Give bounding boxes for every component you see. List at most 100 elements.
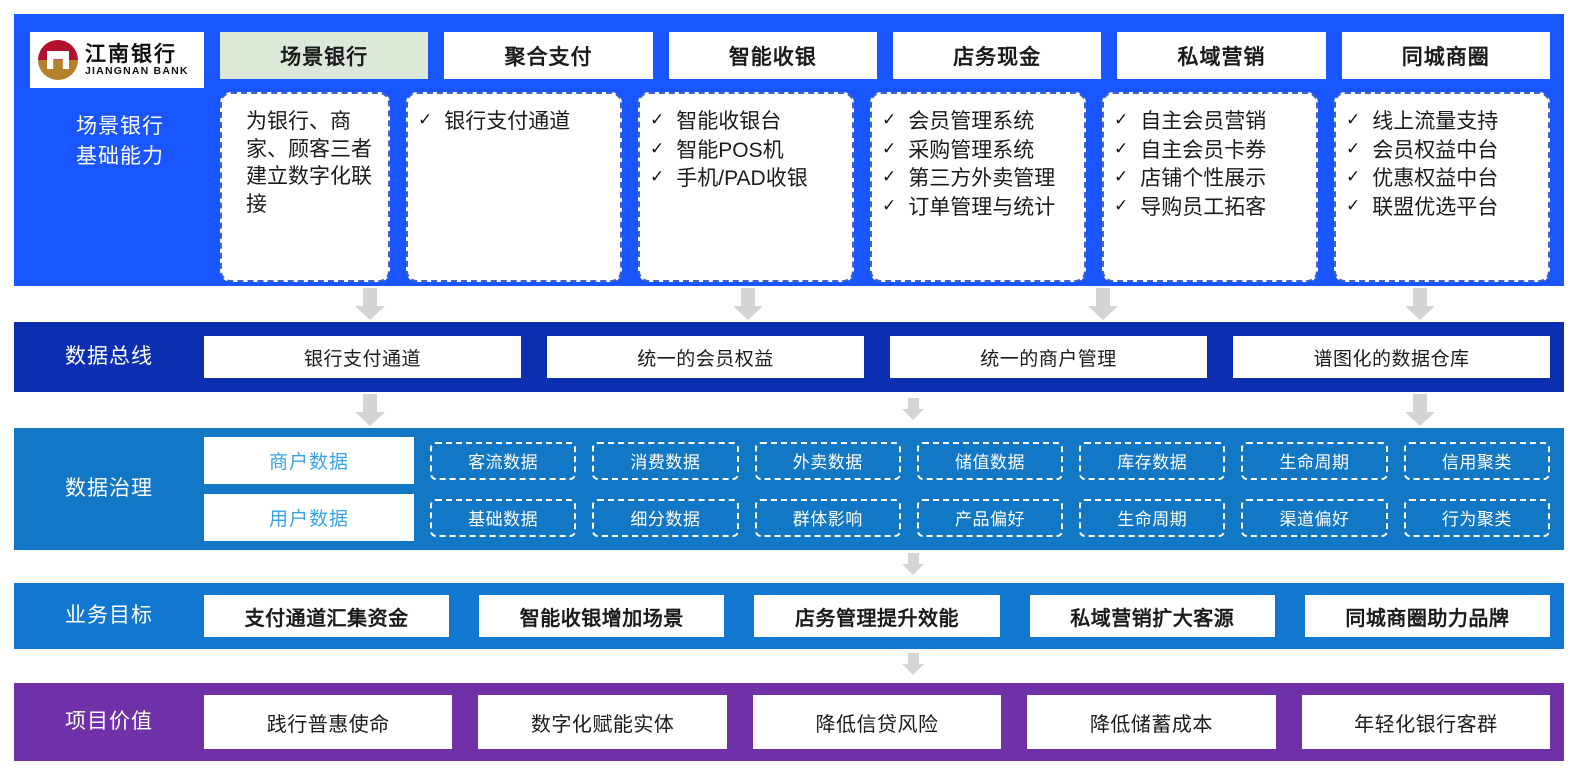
value-item-lower-deposit-cost[interactable]: 降低储蓄成本 bbox=[1027, 695, 1276, 749]
card-local-business-circle-list: ✓ 线上流量支持 ✓会员权益中台✓优惠权益中台 ✓ 联盟优选平台 bbox=[1346, 108, 1538, 222]
list-item: ✓会员权益中台 bbox=[1346, 137, 1538, 165]
gov-chip-merchant-1[interactable]: 消费数据 bbox=[592, 441, 739, 480]
list-item-label: 店铺个性展示 bbox=[1140, 167, 1267, 191]
governance-row-user: 用户数据 基础数据 细分数据 群体影响 产品偏好 生命周期 渠道偏好 行为聚类 bbox=[204, 494, 1550, 541]
gov-chip-user-6[interactable]: 行为聚类 bbox=[1403, 498, 1550, 537]
capability-cards: 为银行、商家、顾客三者建立数字化联接 ✓银行支付通道 ✓智能收银台✓智能POS机… bbox=[220, 92, 1550, 282]
arrow-down-icon bbox=[355, 288, 385, 320]
card-local-business-circle: ✓ 线上流量支持 ✓会员权益中台✓优惠权益中台 ✓ 联盟优选平台 bbox=[1334, 92, 1550, 282]
check-icon: ✓ bbox=[882, 167, 897, 187]
arrow-down-icon bbox=[1088, 288, 1118, 320]
list-item-label: 自主会员营销 bbox=[1140, 110, 1267, 133]
list-item-label: 采购管理系统 bbox=[908, 138, 1035, 162]
check-icon: ✓ bbox=[1346, 196, 1361, 216]
card-scenario-bank-text: 为银行、商家、顾客三者建立数字化联接 bbox=[246, 110, 372, 217]
check-icon: ✓ bbox=[1114, 138, 1129, 158]
bus-item-graph-warehouse[interactable]: 谱图化的数据仓库 bbox=[1233, 336, 1550, 378]
list-item: ✓导购员工拓客 bbox=[1114, 194, 1306, 222]
gov-chip-merchant-3[interactable]: 储值数据 bbox=[916, 441, 1064, 480]
jiangnan-bank-logo-icon bbox=[38, 40, 78, 80]
list-item-label: 银行支付通道 bbox=[444, 110, 571, 133]
gov-chip-user-5[interactable]: 渠道偏好 bbox=[1241, 498, 1388, 537]
arrow-down-icon bbox=[1405, 394, 1435, 426]
value-item-inclusive-mission[interactable]: 践行普惠使命 bbox=[204, 695, 453, 749]
bus-item-member-rights[interactable]: 统一的会员权益 bbox=[547, 336, 864, 378]
section-business-goals: 业务目标 支付通道汇集资金 智能收银增加场景 店务管理提升效能 私域营销扩大客源… bbox=[14, 583, 1564, 649]
tab-store-cash[interactable]: 店务现金 bbox=[892, 32, 1102, 79]
card-private-marketing-list: ✓ 自主会员营销 ✓ 自主会员卡券 ✓ 店铺个性展示 ✓导购员工拓客 bbox=[1114, 108, 1306, 222]
list-item-label: 自主会员卡券 bbox=[1140, 138, 1267, 162]
tab-smart-cashier[interactable]: 智能收银 bbox=[668, 32, 877, 79]
bus-item-payment-channel[interactable]: 银行支付通道 bbox=[204, 336, 521, 378]
goal-item-smart-cashier-scene[interactable]: 智能收银增加场景 bbox=[479, 595, 725, 637]
tab-aggregate-payment[interactable]: 聚合支付 bbox=[444, 32, 653, 79]
project-value-label: 项目价值 bbox=[65, 709, 153, 733]
governance-grid: 商户数据 客流数据 消费数据 外卖数据 储值数据 库存数据 生命周期 信用聚类 … bbox=[204, 437, 1564, 541]
list-item-label: 导购员工拓客 bbox=[1140, 196, 1267, 220]
card-smart-cashier: ✓智能收银台✓智能POS机✓手机/PAD收银 bbox=[638, 92, 854, 282]
logo-name-en: JIANGNAN BANK bbox=[85, 64, 189, 77]
list-item-label: 线上流量支持 bbox=[1372, 110, 1499, 133]
business-goals-label: 业务目标 bbox=[65, 603, 153, 627]
capability-tabs: 场景银行 聚合支付 智能收银 店务现金 私域营销 同城商圈 bbox=[220, 32, 1550, 79]
list-item-label: 智能收银台 bbox=[676, 110, 782, 133]
card-aggregate-payment: ✓银行支付通道 bbox=[406, 92, 622, 282]
gov-chip-merchant-0[interactable]: 客流数据 bbox=[430, 441, 577, 480]
goal-item-expand-customers[interactable]: 私域营销扩大客源 bbox=[1029, 595, 1275, 637]
list-item-label: 第三方外卖管理 bbox=[908, 167, 1056, 191]
check-icon: ✓ bbox=[882, 138, 897, 158]
check-icon: ✓ bbox=[1114, 167, 1129, 187]
business-goal-items: 支付通道汇集资金 智能收银增加场景 店务管理提升效能 私域营销扩大客源 同城商圈… bbox=[204, 595, 1564, 637]
governance-row-merchant: 商户数据 客流数据 消费数据 外卖数据 储值数据 库存数据 生命周期 信用聚类 bbox=[204, 437, 1550, 484]
list-item: ✓ 第三方外卖管理 bbox=[882, 165, 1074, 193]
arrow-down-icon bbox=[898, 553, 928, 575]
value-item-lower-credit-risk[interactable]: 降低信贷风险 bbox=[752, 695, 1002, 749]
gov-chip-user-1[interactable]: 细分数据 bbox=[592, 498, 739, 537]
tab-private-marketing[interactable]: 私域营销 bbox=[1117, 32, 1326, 79]
arrow-down-icon bbox=[355, 394, 385, 426]
list-item: ✓ 线上流量支持 bbox=[1346, 108, 1538, 136]
value-item-digital-empowerment[interactable]: 数字化赋能实体 bbox=[478, 695, 727, 749]
goal-item-store-efficiency[interactable]: 店务管理提升效能 bbox=[754, 595, 1000, 637]
capability-side-label: 场景银行基础能力 bbox=[76, 115, 164, 169]
arrow-down-icon bbox=[898, 653, 928, 675]
card-store-cash-list: ✓ 会员管理系统 ✓ 采购管理系统 ✓ 第三方外卖管理 ✓ 订单管理与统计 bbox=[882, 108, 1074, 222]
bank-logo: 江南银行 JIANGNAN BANK bbox=[30, 32, 204, 88]
check-icon: ✓ bbox=[882, 110, 897, 129]
value-item-younger-customers[interactable]: 年轻化银行客群 bbox=[1301, 695, 1551, 749]
list-item: ✓ 自主会员营销 bbox=[1114, 108, 1306, 136]
gov-chip-user-2[interactable]: 群体影响 bbox=[754, 498, 901, 537]
gov-chip-user-3[interactable]: 产品偏好 bbox=[916, 498, 1064, 537]
check-icon: ✓ bbox=[1346, 110, 1361, 129]
list-item-label: 会员管理系统 bbox=[908, 110, 1035, 133]
gov-chip-merchant-2[interactable]: 外卖数据 bbox=[754, 441, 901, 480]
goal-item-brand-boost[interactable]: 同城商圈助力品牌 bbox=[1304, 595, 1551, 637]
list-item: ✓ 采购管理系统 bbox=[882, 137, 1074, 165]
check-icon: ✓ bbox=[650, 110, 665, 129]
list-item-label: 订单管理与统计 bbox=[908, 196, 1056, 220]
gov-chip-merchant-6[interactable]: 信用聚类 bbox=[1403, 441, 1550, 480]
list-item: ✓银行支付通道 bbox=[418, 108, 610, 136]
governance-head-user-data[interactable]: 用户数据 bbox=[204, 494, 414, 541]
tab-scenario-bank[interactable]: 场景银行 bbox=[220, 32, 429, 79]
arrow-down-icon bbox=[733, 288, 763, 320]
list-item: ✓优惠权益中台 bbox=[1346, 165, 1538, 193]
governance-head-merchant-data[interactable]: 商户数据 bbox=[204, 437, 414, 484]
gov-chip-merchant-4[interactable]: 库存数据 bbox=[1079, 441, 1226, 480]
check-icon: ✓ bbox=[882, 196, 897, 216]
goal-item-payment-funds[interactable]: 支付通道汇集资金 bbox=[204, 595, 450, 637]
gov-chip-user-0[interactable]: 基础数据 bbox=[430, 498, 577, 537]
check-icon: ✓ bbox=[1114, 110, 1129, 129]
list-item: ✓ 会员管理系统 bbox=[882, 108, 1074, 136]
tab-local-business-circle[interactable]: 同城商圈 bbox=[1341, 32, 1550, 79]
list-item: ✓ 联盟优选平台 bbox=[1346, 194, 1538, 222]
data-bus-label: 数据总线 bbox=[65, 344, 153, 368]
list-item-label: 联盟优选平台 bbox=[1372, 196, 1499, 220]
card-aggregate-payment-list: ✓银行支付通道 bbox=[418, 108, 610, 136]
bus-item-merchant-mgmt[interactable]: 统一的商户管理 bbox=[890, 336, 1207, 378]
gov-chip-user-4[interactable]: 生命周期 bbox=[1079, 498, 1226, 537]
gov-chip-merchant-5[interactable]: 生命周期 bbox=[1241, 441, 1388, 480]
card-scenario-bank: 为银行、商家、顾客三者建立数字化联接 bbox=[220, 92, 390, 282]
card-store-cash: ✓ 会员管理系统 ✓ 采购管理系统 ✓ 第三方外卖管理 ✓ 订单管理与统计 bbox=[870, 92, 1086, 282]
